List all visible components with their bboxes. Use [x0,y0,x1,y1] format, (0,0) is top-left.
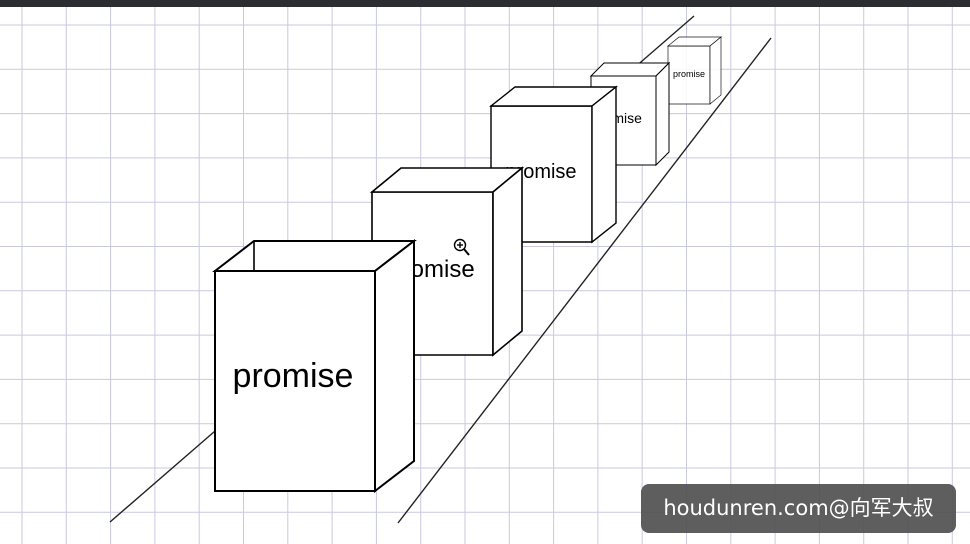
box-label: promise [505,161,576,183]
promise-box: promise [212,238,417,494]
box-label: promise [233,357,354,395]
zoom-in-icon [453,238,470,256]
promise-box: promise [369,166,525,357]
top-bar [0,0,970,7]
watermark: houdunren.com@向军大叔 [641,484,956,533]
promise-box: promise [667,36,722,105]
box-label: promise [673,69,705,79]
conveyor-rail-right [397,37,772,524]
